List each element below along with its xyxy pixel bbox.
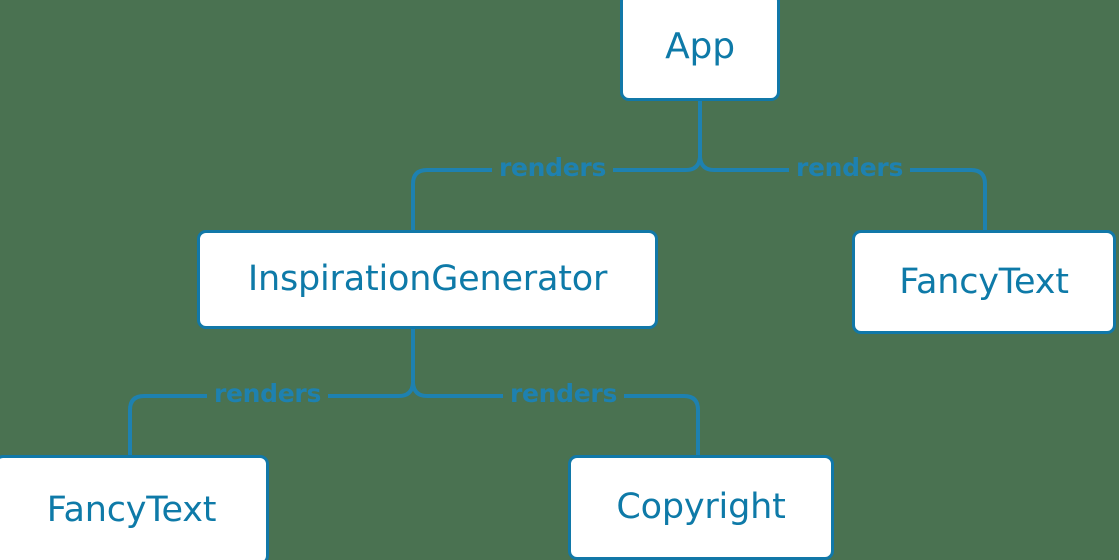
edge-label-app-to-inspiration-generator: renders (492, 155, 614, 180)
edge-inspiration-to-fancytext (128, 381, 415, 457)
node-inspiration-generator[interactable]: InspirationGenerator (197, 230, 658, 329)
node-app-label: App (665, 25, 735, 67)
edge-label-app-to-fancytext: renders (789, 155, 911, 180)
node-fancytext-bottom-label: FancyText (46, 489, 217, 530)
node-inspiration-generator-label: InspirationGenerator (247, 259, 608, 299)
edge-app-to-inspiration (411, 155, 702, 232)
edge-app-to-fancytext (698, 155, 987, 232)
node-app[interactable]: App (620, 0, 780, 101)
edge-inspiration-to-copyright (411, 381, 700, 457)
edge-label-inspiration-generator-to-copyright: renders (503, 381, 625, 406)
node-copyright-label: Copyright (616, 487, 786, 527)
node-fancytext-bottom[interactable]: FancyText (0, 455, 269, 560)
node-fancytext-right[interactable]: FancyText (852, 230, 1116, 334)
node-copyright[interactable]: Copyright (568, 455, 834, 560)
edge-label-inspiration-generator-to-fancytext: renders (207, 381, 329, 406)
node-fancytext-right-label: FancyText (899, 261, 1069, 302)
